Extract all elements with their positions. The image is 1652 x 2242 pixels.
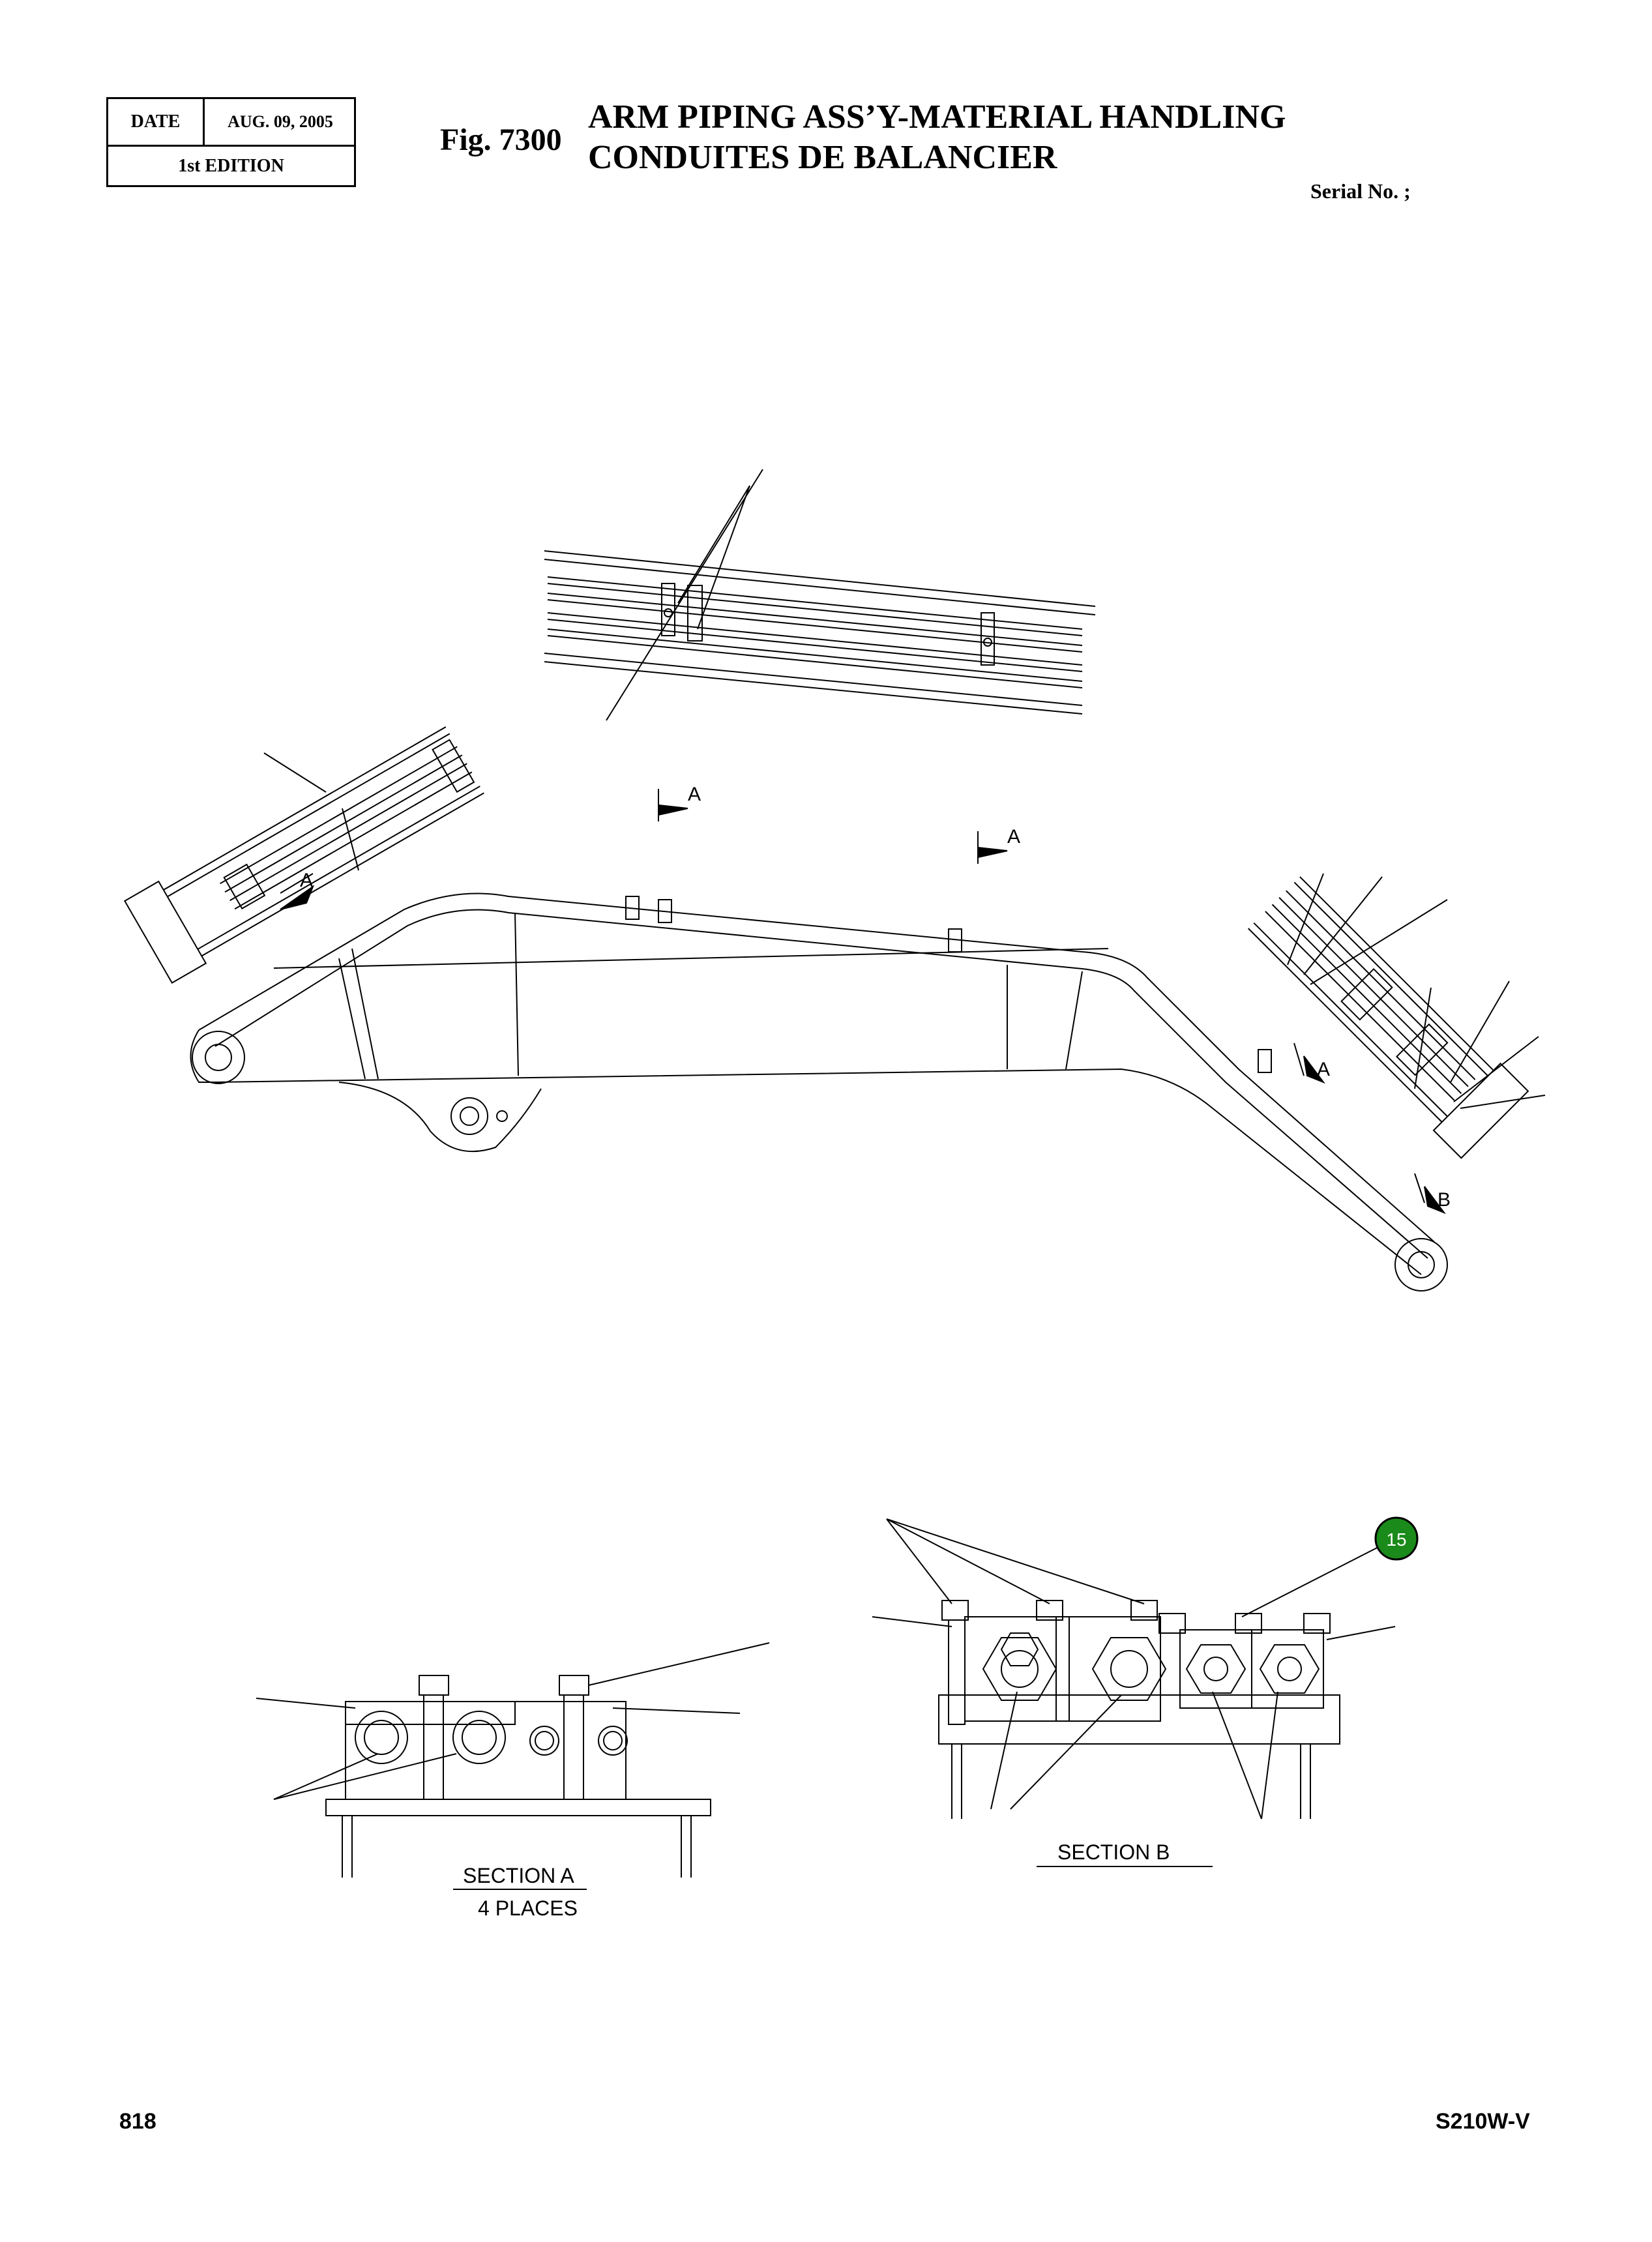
top-pipe-detail [544,469,1096,721]
arm-body [190,892,1448,1291]
edition-label: 1st EDITION [178,155,284,176]
serial-number: Serial No. ; [1310,179,1411,203]
figure-number: Fig. 7300 [440,123,562,157]
section-a-title: SECTION A [463,1864,574,1887]
callout-15: 15 [1374,1516,1419,1561]
page-subtitle: CONDUITES DE BALANCIER [588,139,1057,176]
section-markers: A A A A B [280,784,1451,1215]
date-label: DATE [108,99,205,145]
model-code: S210W-V [1436,2109,1530,2134]
right-leader-7 [1460,1095,1546,1109]
left-leader-1 [263,752,327,793]
date-value: AUG. 09, 2005 [228,112,333,131]
section-marker-a1: A [688,784,701,805]
right-leader-5 [1450,981,1510,1083]
section-b-detail: SECTION B [872,1518,1396,1867]
section-marker-b: B [1438,1189,1451,1211]
page-title: ARM PIPING ASS’Y-MATERIAL HANDLING [588,98,1286,136]
section-b-title: SECTION B [1057,1840,1170,1864]
section-a-sub: 4 PLACES [478,1896,578,1920]
section-marker-a2: A [1007,826,1020,848]
right-leader-6 [1453,1036,1539,1102]
section-marker-a3: A [300,870,313,891]
right-pipe-detail [1248,876,1529,1159]
callout-number: 15 [1386,1529,1406,1550]
right-leader-4 [1414,987,1432,1089]
left-leader-2 [342,808,359,871]
section-a-detail: SECTION A 4 PLACES [256,1642,770,1920]
right-leader-1 [1287,873,1324,966]
page-number: 818 [119,2109,156,2134]
section-marker-a4: A [1317,1059,1330,1080]
left-pipe-detail [123,726,484,984]
right-leader-2 [1303,876,1383,975]
right-leader-3 [1310,899,1448,985]
edition-box: DATE AUG. 09, 2005 1st EDITION [106,97,356,187]
date-row: DATE AUG. 09, 2005 [108,99,354,147]
